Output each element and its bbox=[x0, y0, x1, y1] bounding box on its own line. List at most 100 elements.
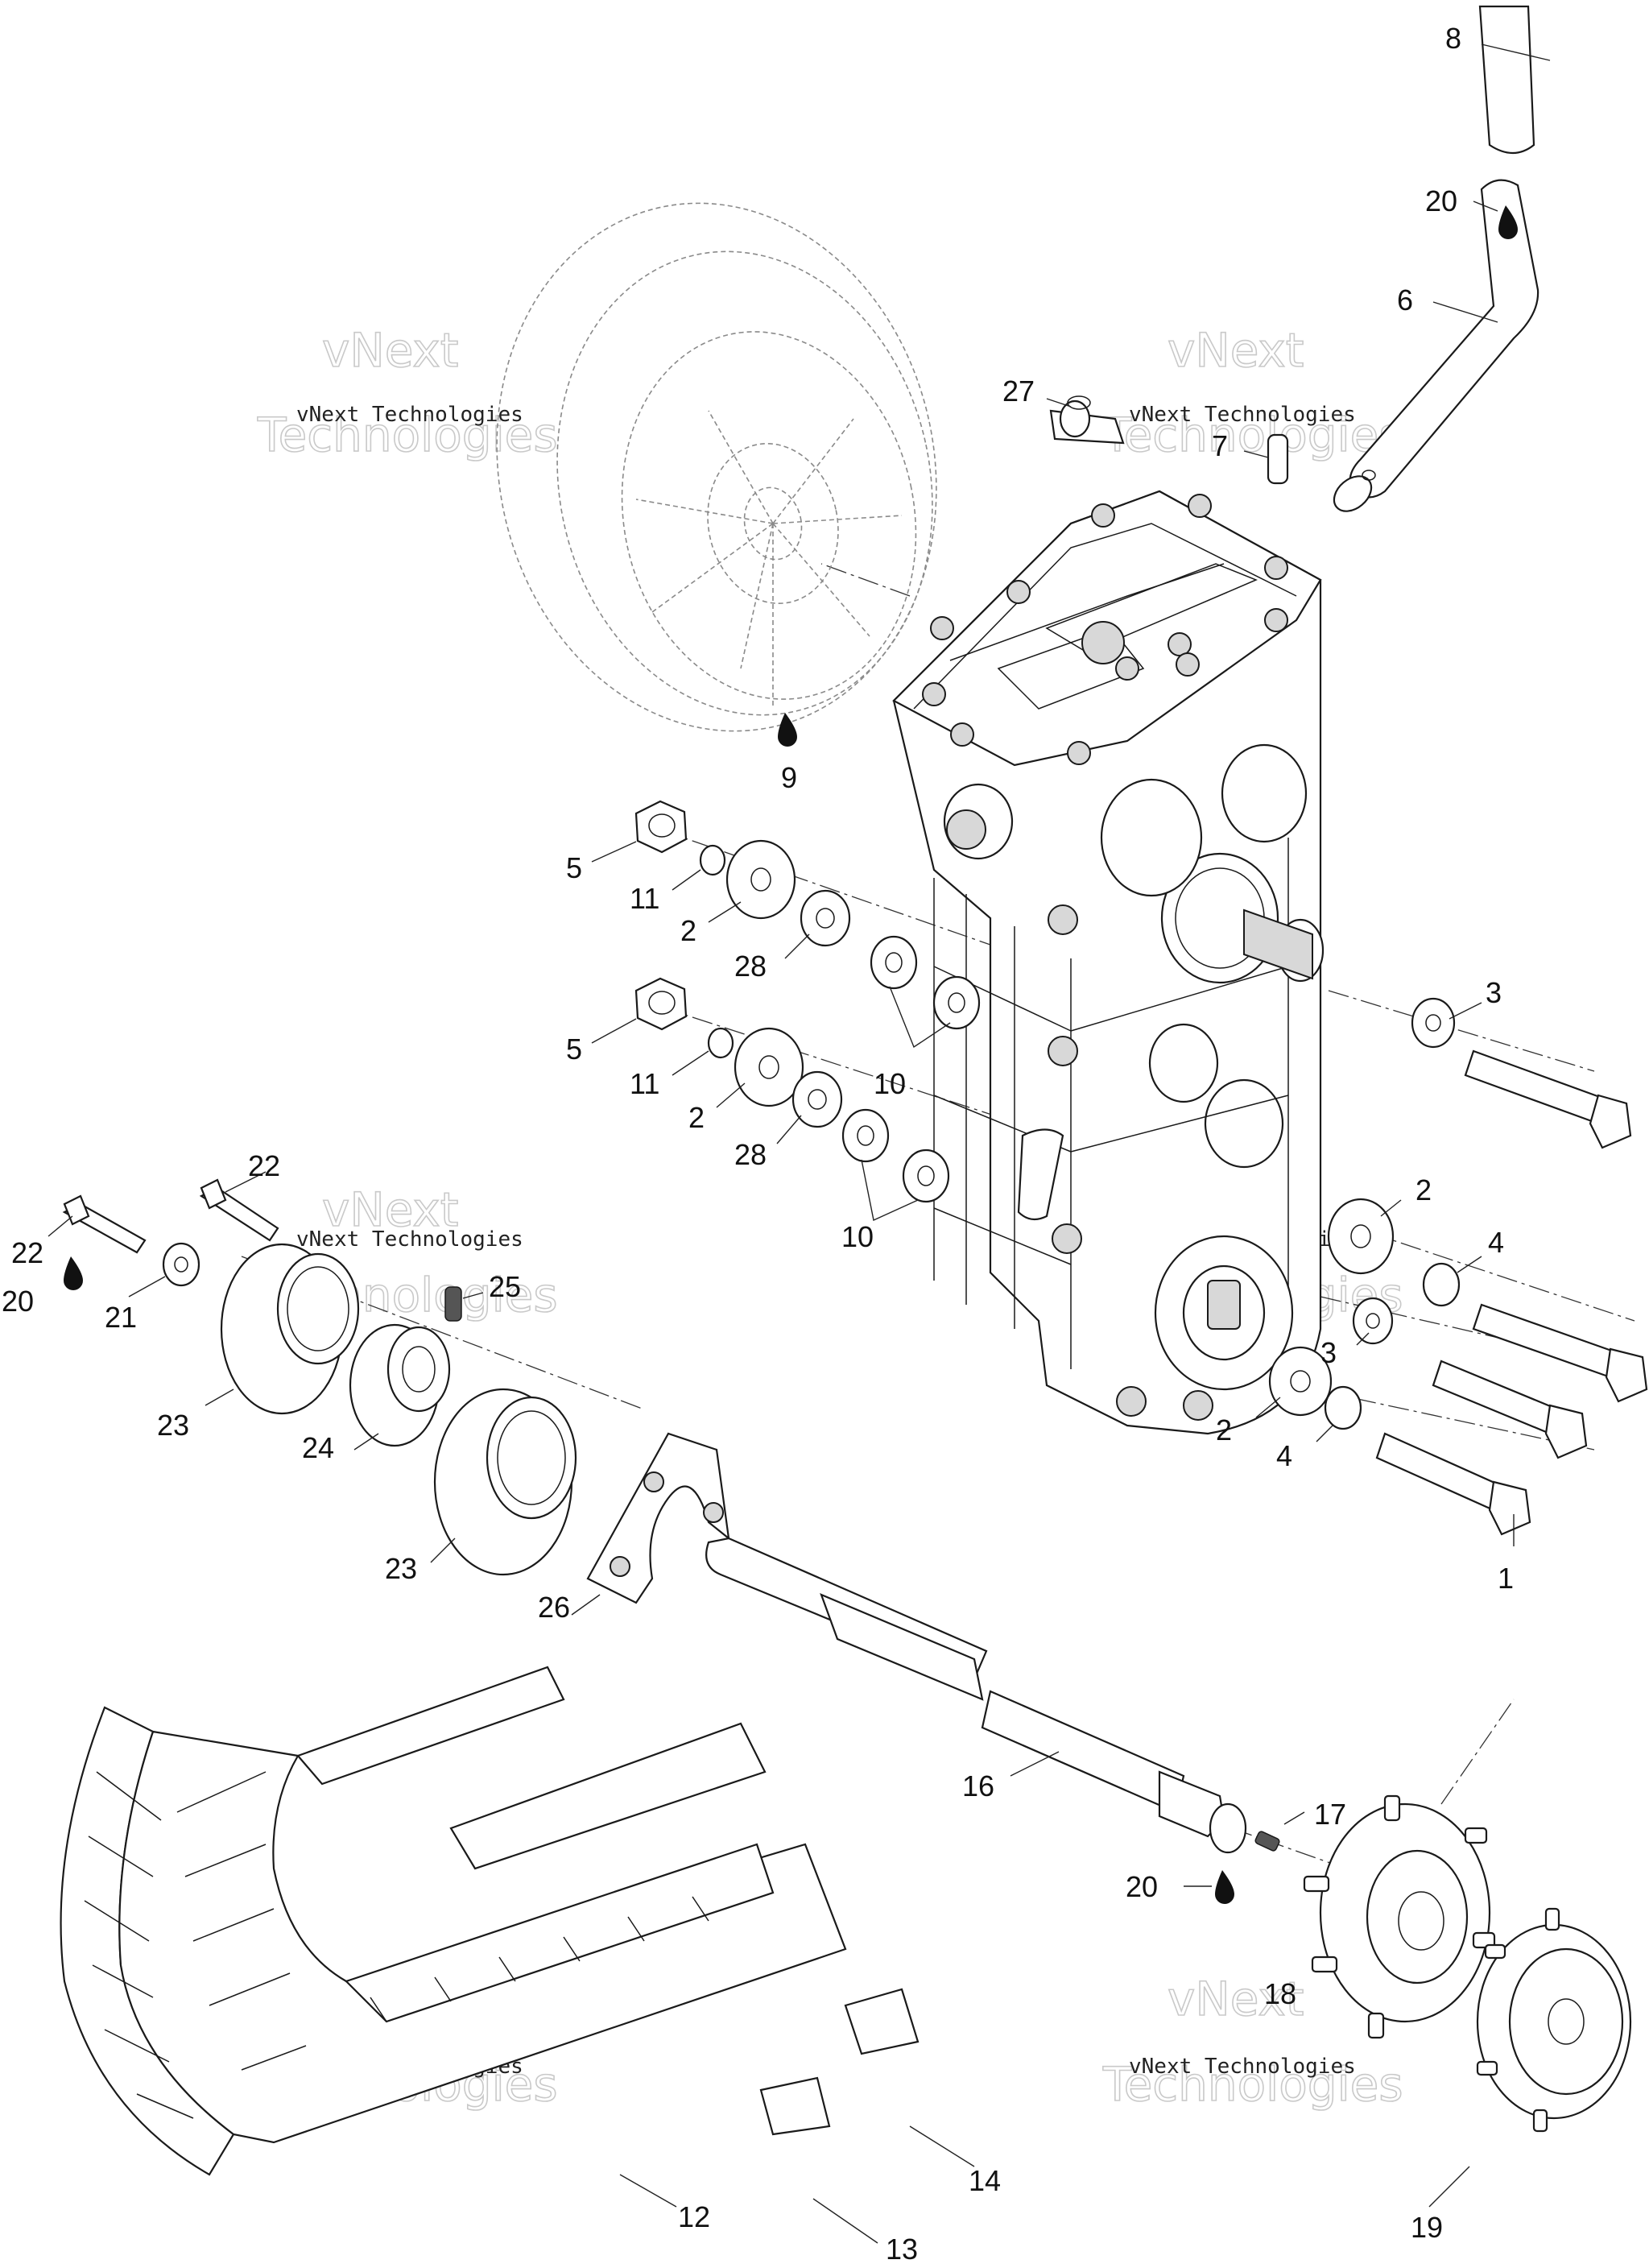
right-hardware bbox=[1268, 997, 1648, 1536]
callout-20: 20 bbox=[1126, 1870, 1158, 1903]
washer-21 bbox=[162, 1242, 200, 1287]
callout-2: 2 bbox=[688, 1101, 705, 1134]
bolt-right-lower bbox=[1432, 1360, 1560, 1435]
washer-3-mid bbox=[1352, 1297, 1394, 1345]
part-27-bracket bbox=[1049, 395, 1125, 445]
callout-8: 8 bbox=[1445, 22, 1461, 55]
watermark-line: vNext Technologies bbox=[1129, 403, 1356, 427]
callout-1: 1 bbox=[1498, 1562, 1514, 1595]
callout-22: 22 bbox=[248, 1149, 280, 1182]
watermark-top-left: vNext Technologies vNext Technologies bbox=[256, 322, 558, 463]
callout-5: 5 bbox=[566, 851, 582, 884]
washer-2-right-top bbox=[1327, 1198, 1395, 1275]
bolt-1 bbox=[1375, 1432, 1503, 1512]
bolt-long-top bbox=[1464, 1049, 1608, 1125]
callout-25: 25 bbox=[489, 1270, 521, 1303]
washer-3-top bbox=[1411, 997, 1456, 1049]
washer-10b-lower bbox=[902, 1148, 950, 1203]
callout-22: 22 bbox=[11, 1236, 43, 1269]
watermark-line: vNext Technologies bbox=[296, 403, 523, 427]
oring-11-lower bbox=[707, 1027, 734, 1059]
callout-23: 23 bbox=[385, 1552, 417, 1585]
lever-rod bbox=[1349, 179, 1539, 499]
bracket-26 bbox=[586, 1432, 730, 1604]
callout-28: 28 bbox=[734, 1138, 767, 1171]
callout-11: 11 bbox=[630, 882, 659, 915]
oil-drop-icon bbox=[778, 713, 797, 747]
nut-5-upper bbox=[634, 800, 688, 854]
callout-9: 9 bbox=[781, 761, 797, 794]
drive-pulley-ghost bbox=[496, 202, 937, 732]
watermark-line: vNext Technologies bbox=[1129, 2055, 1356, 2079]
callout-3: 3 bbox=[1486, 976, 1502, 1009]
callout-24: 24 bbox=[302, 1431, 334, 1464]
oring-11-upper bbox=[699, 844, 726, 876]
setscrew-25 bbox=[444, 1286, 462, 1322]
part-7-pin bbox=[1267, 433, 1289, 485]
watermark-big-top: vNext bbox=[322, 1182, 458, 1237]
callout-17: 17 bbox=[1314, 1798, 1346, 1831]
watermark-top-right: vNext Technologies vNext Technologies bbox=[1101, 322, 1403, 463]
callout-21: 21 bbox=[105, 1301, 137, 1334]
oil-drop-icons bbox=[64, 205, 1518, 1904]
callout-13: 13 bbox=[886, 2233, 918, 2266]
watermark-big-bottom: Technologies bbox=[1102, 2057, 1403, 2112]
callout-3: 3 bbox=[1320, 1336, 1337, 1369]
watermark-big-top: vNext bbox=[1168, 1972, 1304, 2026]
callout-20: 20 bbox=[2, 1285, 34, 1318]
washer-10b-upper bbox=[932, 975, 981, 1030]
callout-14: 14 bbox=[969, 2164, 1001, 2197]
callout-18: 18 bbox=[1264, 1977, 1296, 2010]
callout-5: 5 bbox=[566, 1033, 582, 1066]
washer-2-upper bbox=[725, 839, 796, 920]
oil-drop-icon bbox=[64, 1256, 83, 1290]
watermark-line: vNext Technologies bbox=[296, 1227, 523, 1252]
callout-26: 26 bbox=[538, 1591, 570, 1624]
oil-drop-icon bbox=[1498, 205, 1518, 239]
washer-28-upper bbox=[800, 889, 851, 947]
hardware-upper-stack bbox=[634, 800, 981, 1030]
leader-lines bbox=[48, 43, 1551, 2244]
watermark-big-top: vNext bbox=[1168, 323, 1304, 378]
callout-7: 7 bbox=[1212, 429, 1228, 462]
bolt-right-mid bbox=[1472, 1303, 1620, 1379]
hardware-lower-stack bbox=[634, 977, 950, 1203]
washer-10a-lower bbox=[841, 1108, 890, 1163]
callout-2: 2 bbox=[1216, 1413, 1232, 1446]
sprocket-19 bbox=[1476, 1907, 1632, 2133]
washer-2-right-bottom bbox=[1268, 1346, 1333, 1417]
slider-13 bbox=[759, 2076, 831, 2136]
callout-6: 6 bbox=[1397, 284, 1413, 317]
callout-4: 4 bbox=[1276, 1439, 1292, 1472]
slider-14 bbox=[844, 1988, 920, 2055]
track-12 bbox=[60, 1666, 920, 2176]
callout-10: 10 bbox=[874, 1067, 906, 1100]
watermark-big-bottom: Technologies bbox=[257, 408, 558, 462]
drive-axle-16 bbox=[705, 1537, 1280, 1854]
gearbox-housing bbox=[892, 490, 1325, 1435]
callout-23: 23 bbox=[157, 1409, 189, 1442]
oil-drop-icon bbox=[1215, 1870, 1234, 1904]
watermark-big-top: vNext bbox=[322, 323, 458, 378]
shift-lever bbox=[1333, 5, 1539, 512]
callout-10: 10 bbox=[841, 1220, 874, 1253]
key-17 bbox=[1254, 1831, 1280, 1852]
callout-19: 19 bbox=[1411, 2211, 1443, 2244]
lever-grip bbox=[1478, 5, 1535, 155]
callout-28: 28 bbox=[734, 950, 767, 983]
washer-2-lower bbox=[734, 1027, 804, 1107]
callout-16: 16 bbox=[962, 1769, 994, 1802]
callout-2: 2 bbox=[680, 914, 696, 947]
lockwasher-4-bottom bbox=[1324, 1385, 1362, 1430]
callout-20: 20 bbox=[1425, 184, 1457, 217]
watermark-bottom-right: vNext Technologies vNext Technologies bbox=[1101, 1971, 1403, 2113]
callout-12: 12 bbox=[678, 2200, 710, 2233]
callout-4: 4 bbox=[1488, 1226, 1504, 1259]
washer-28-lower bbox=[791, 1070, 843, 1128]
callout-2: 2 bbox=[1415, 1173, 1432, 1206]
callout-11: 11 bbox=[630, 1067, 659, 1100]
nut-5-lower bbox=[634, 977, 688, 1031]
lockwasher-4-top bbox=[1422, 1262, 1461, 1307]
